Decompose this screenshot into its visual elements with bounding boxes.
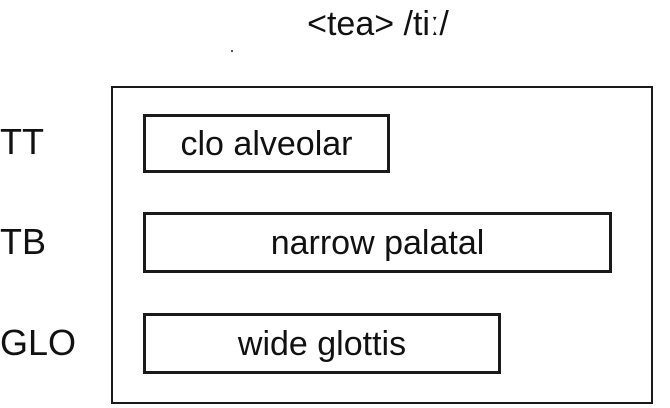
gesture-box-glo: wide glottis	[143, 313, 501, 374]
tier-label-glo: GLO	[0, 322, 77, 363]
gesture-box-tb: narrow palatal	[143, 212, 612, 273]
stray-dot-mark	[231, 50, 233, 52]
tier-label-tt: TT	[0, 121, 44, 162]
gesture-label-tt: clo alveolar	[180, 124, 353, 163]
gesture-box-tt: clo alveolar	[143, 114, 390, 173]
tier-label-tb: TB	[0, 221, 47, 262]
gesture-label-tb: narrow palatal	[270, 223, 485, 262]
gesture-frame	[111, 86, 653, 404]
diagram-title: <tea> /tiː/	[307, 5, 449, 43]
gesture-label-glo: wide glottis	[237, 324, 407, 363]
